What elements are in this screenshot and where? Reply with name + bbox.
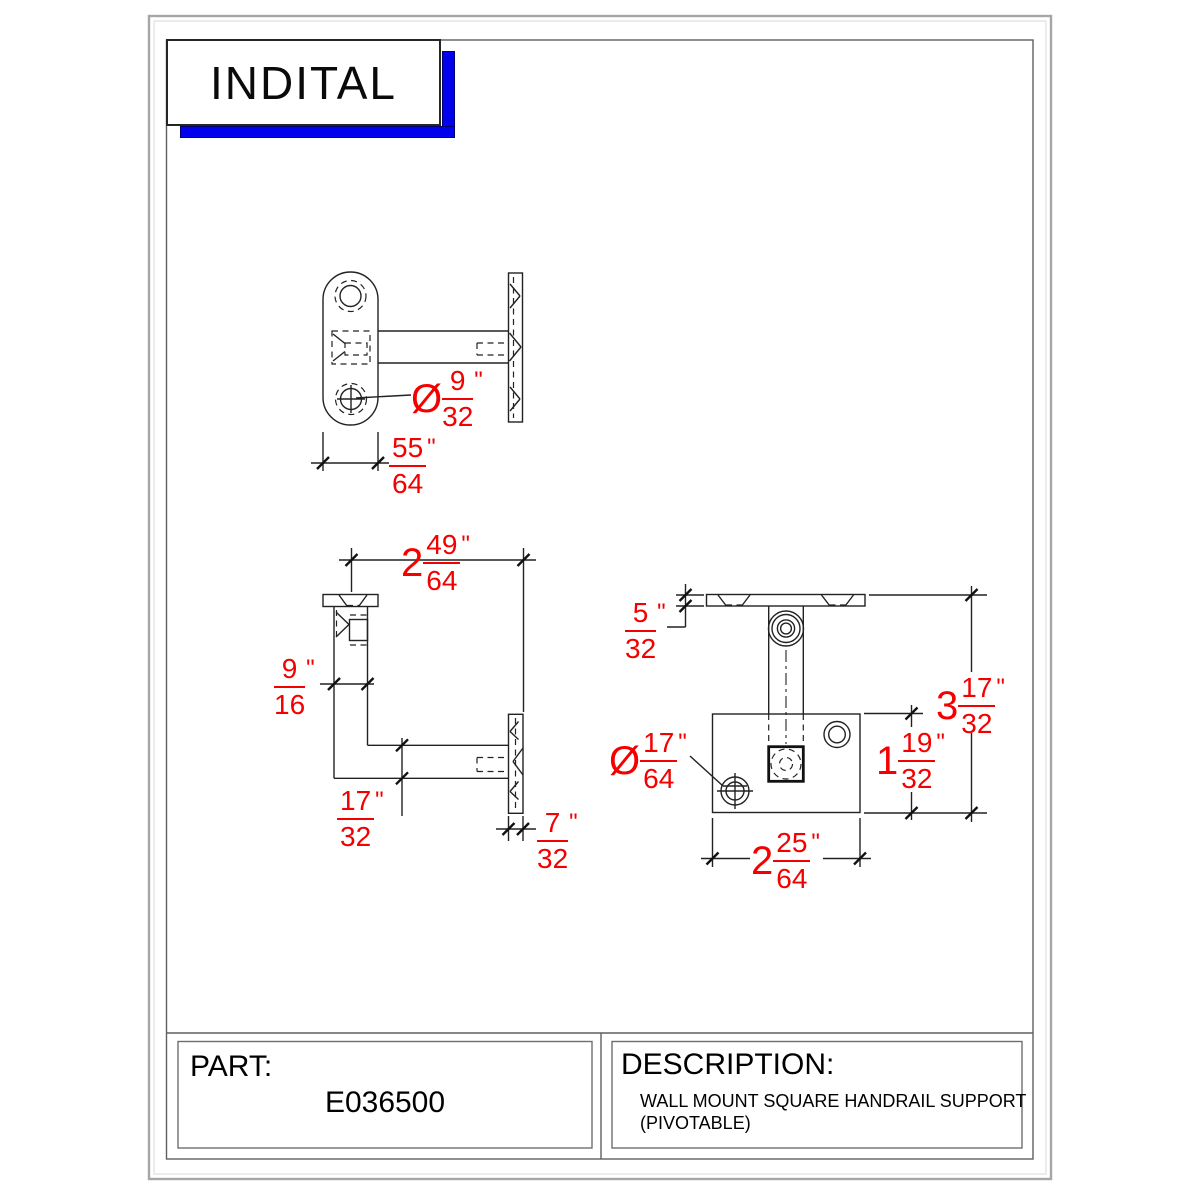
logo-box: INDITAL [166,39,441,126]
sheet-frame [147,14,1053,1181]
description-line-2: (PIVOTABLE) [640,1113,751,1133]
logo-text: INDITAL [210,56,397,109]
logo-shadow-vertical [442,51,455,138]
description-line-1: WALL MOUNT SQUARE HANDRAIL SUPPORT [640,1091,1027,1111]
title-block-lines [166,1032,1033,1159]
part-label: PART: [190,1050,273,1083]
description-label: DESCRIPTION: [621,1048,835,1081]
part-number: E036500 [324,1086,446,1119]
top-view [311,271,524,471]
logo-shadow-horizontal [180,126,455,138]
front-view [667,584,987,867]
side-view [320,548,536,841]
